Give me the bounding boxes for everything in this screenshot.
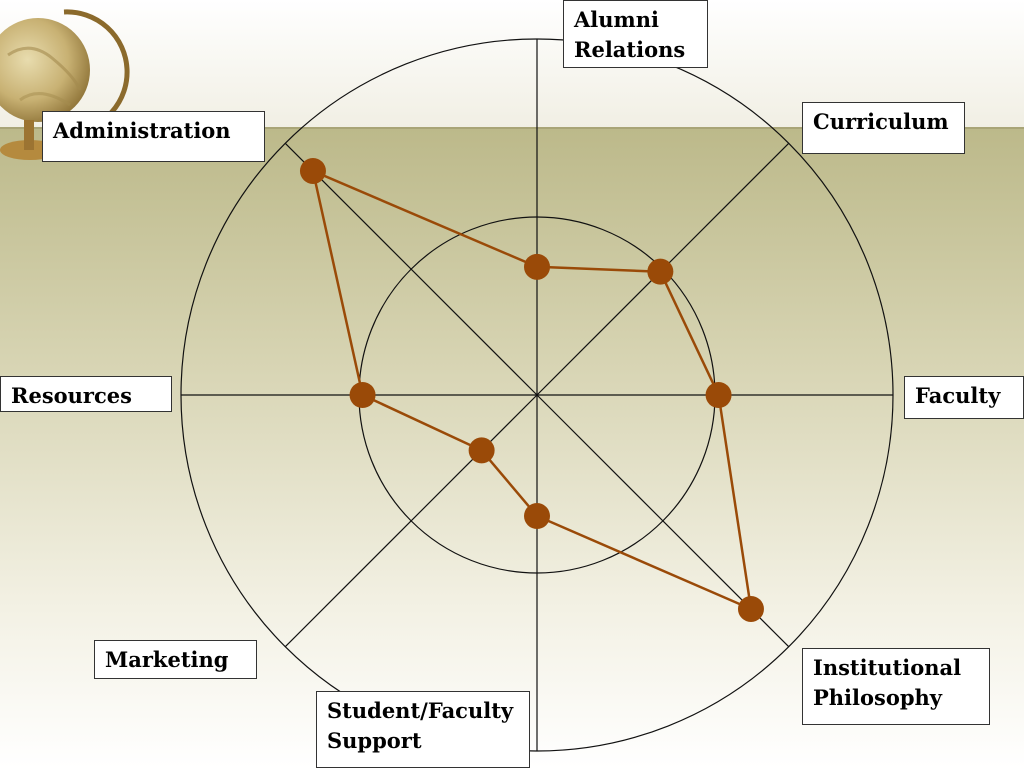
series-points	[299, 157, 764, 622]
data-point-7	[349, 382, 376, 408]
radar-grid	[180, 38, 894, 752]
data-point-2	[647, 258, 674, 285]
data-point-5	[524, 503, 550, 530]
axis-label-student-faculty-support: Student/Faculty Support	[316, 691, 530, 768]
axis-label-resources: Resources	[0, 376, 172, 412]
axis-label-marketing: Marketing	[94, 640, 257, 679]
axis-spoke-6	[284, 394, 538, 648]
axis-label-alumni-relations: Alumni Relations	[563, 0, 708, 68]
axis-label-institutional-philosophy: Institutional Philosophy	[802, 648, 990, 725]
data-point-1	[524, 253, 550, 280]
data-point-8	[299, 157, 326, 184]
axis-label-administration: Administration	[42, 111, 265, 162]
axis-spoke-8	[284, 142, 538, 396]
axis-label-curriculum: Curriculum	[802, 102, 965, 154]
data-point-3	[705, 382, 732, 408]
axis-label-faculty: Faculty	[904, 376, 1024, 419]
data-point-4	[737, 595, 764, 622]
data-point-6	[468, 437, 495, 464]
